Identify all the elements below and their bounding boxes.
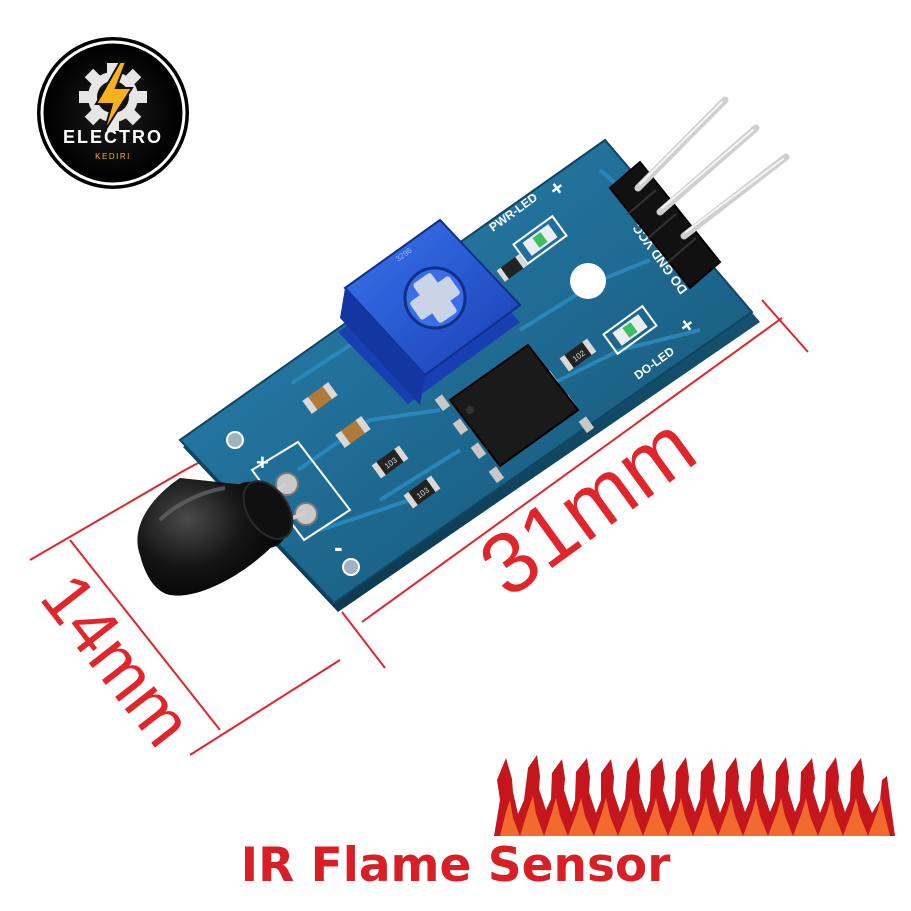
- power-led: [512, 214, 568, 266]
- logo-sub-text: KEDIRI: [95, 152, 131, 161]
- potentiometer: 3296: [338, 218, 522, 405]
- mounting-hole: [226, 431, 244, 449]
- flame-sensor-module: 3296: [137, 96, 790, 612]
- plus-sign: +: [256, 450, 269, 475]
- comparator-chip: [434, 343, 595, 484]
- width-dimension-line: [69, 539, 221, 731]
- logo-brand-text: ELECTRO: [63, 127, 163, 147]
- width-dimension: [29, 461, 341, 756]
- smd-components: 103 103 102: [302, 254, 597, 509]
- product-title-text: IR Flame Sensor: [240, 838, 671, 893]
- length-dimension: [341, 299, 809, 669]
- length-tick-left: [341, 611, 386, 669]
- brand-logo: ELECTRO KEDIRI: [37, 37, 189, 189]
- logo-ring: [40, 40, 186, 186]
- width-tick-bottom: [189, 659, 341, 756]
- flame-decoration: [494, 755, 895, 836]
- width-tick-top: [29, 469, 186, 561]
- pin-header: [608, 96, 790, 290]
- mounting-hole: [342, 558, 360, 576]
- minus-sign: -: [334, 532, 343, 562]
- signal-led: [602, 304, 658, 356]
- length-dimension-line: [361, 317, 783, 623]
- lightning-icon: [94, 61, 134, 133]
- mounting-hole-large: [570, 263, 606, 299]
- product-title: IR Flame Sensor: [0, 838, 911, 893]
- ir-sensor: [137, 478, 306, 596]
- pcb-board: [178, 138, 754, 605]
- length-tick-right: [761, 299, 809, 353]
